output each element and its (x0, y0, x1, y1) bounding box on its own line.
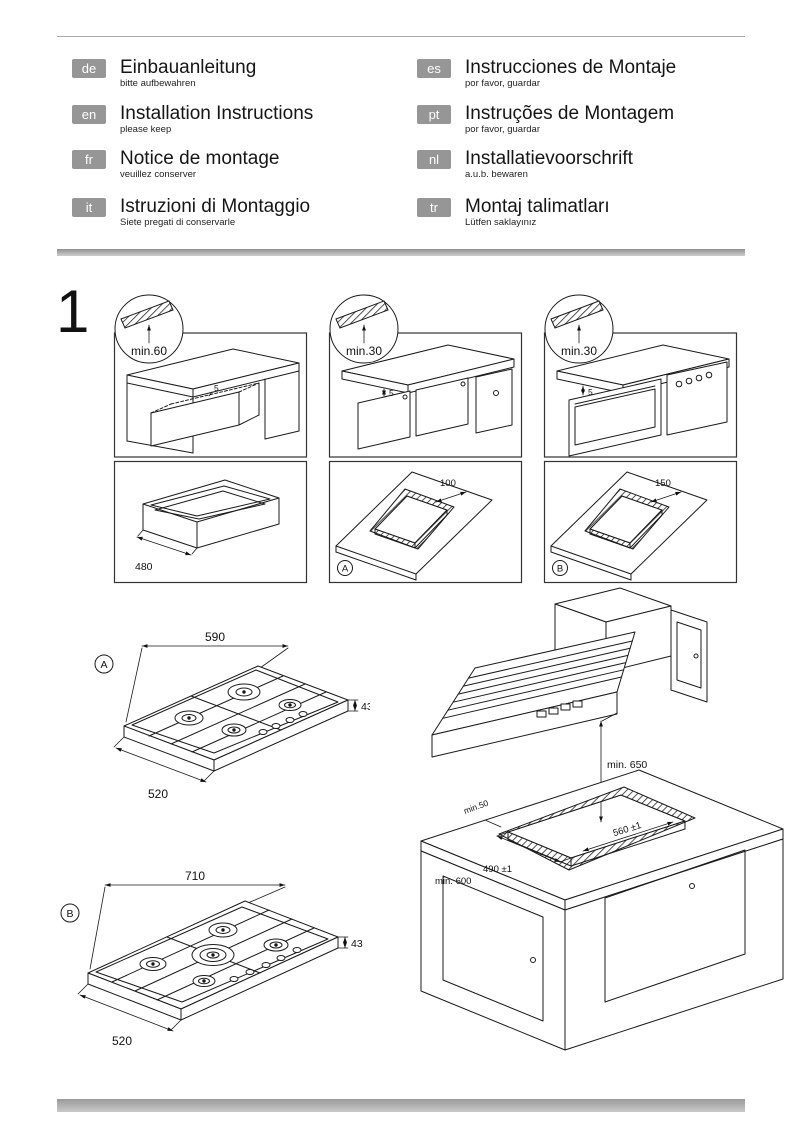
dim-gap-5: 5 (389, 388, 394, 398)
language-subtitle: por favor, guardar (465, 124, 540, 135)
figure-installation: min. 650 min.50 490 ±1 560 ±1 min. 600 (420, 587, 784, 1051)
language-title: Installation Instructions (120, 103, 314, 124)
dim-590: 590 (205, 630, 225, 644)
figure-clearance-doors: 5 min.30 (328, 294, 523, 458)
dim-gap-5: 5 (214, 383, 219, 393)
dim-520: 520 (112, 1034, 132, 1048)
language-badge-it: it (72, 198, 106, 217)
dim-100: 100 (440, 478, 456, 489)
dim-150: 150 (655, 478, 671, 489)
dim-min-50: min.50 (462, 798, 490, 816)
language-subtitle: Lütfen saklayınız (465, 217, 537, 228)
language-subtitle: please keep (120, 124, 172, 135)
figure-hob-a: 590 43 520 A (94, 630, 370, 801)
section-separator (57, 249, 745, 256)
figure-clearance-drawer: 5 min.60 (113, 294, 308, 458)
top-rule (57, 36, 745, 37)
dim-710: 710 (185, 869, 205, 883)
language-badge-nl: nl (417, 150, 451, 169)
language-badge-de: de (72, 59, 106, 78)
bottom-bar (57, 1099, 745, 1112)
callout-min30: min.30 (561, 344, 597, 358)
dim-min-600: min. 600 (435, 876, 471, 887)
label-b: B (557, 564, 563, 575)
language-badge-pt: pt (417, 105, 451, 124)
language-title: Installatievoorschrift (465, 148, 633, 169)
language-subtitle: a.u.b. bewaren (465, 169, 528, 180)
language-subtitle: Siete pregati di conservarle (120, 217, 236, 228)
dim-480: 480 (135, 561, 153, 573)
language-subtitle: veuillez conserver (120, 169, 197, 180)
label-hob-b: B (66, 908, 73, 920)
language-subtitle: por favor, guardar (465, 78, 540, 89)
label-hob-a: A (100, 659, 107, 671)
label-a: A (342, 564, 349, 575)
dim-520: 520 (148, 787, 168, 801)
language-badge-en: en (72, 105, 106, 124)
dim-490: 490 ±1 (483, 864, 512, 875)
dim-min-650: min. 650 (607, 759, 647, 771)
language-title: Einbauanleitung (120, 57, 257, 78)
language-title: Notice de montage (120, 148, 280, 169)
figure-clearance-oven: 5 min.30 (543, 294, 738, 458)
language-badge-fr: fr (72, 150, 106, 169)
language-title: Montaj talimatları (465, 196, 610, 217)
language-title: Instruções de Montagem (465, 103, 675, 124)
dim-43: 43 (351, 938, 363, 950)
language-badge-es: es (417, 59, 451, 78)
figure-cutout-b: 150 B (543, 460, 738, 584)
language-title: Instrucciones de Montaje (465, 57, 677, 78)
language-subtitle: bitte aufbewahren (120, 78, 196, 89)
figure-drawer-480: 480 (113, 460, 308, 584)
step-number: 1 (56, 278, 90, 345)
figure-cutout-a: 100 A (328, 460, 523, 584)
figure-hob-b: 710 43 520 B (60, 869, 363, 1048)
dim-43: 43 (361, 701, 370, 713)
callout-min60: min.60 (131, 344, 167, 358)
language-title: Istruzioni di Montaggio (120, 196, 311, 217)
dim-gap-5: 5 (588, 387, 593, 397)
callout-min30: min.30 (346, 344, 382, 358)
language-badge-tr: tr (417, 198, 451, 217)
